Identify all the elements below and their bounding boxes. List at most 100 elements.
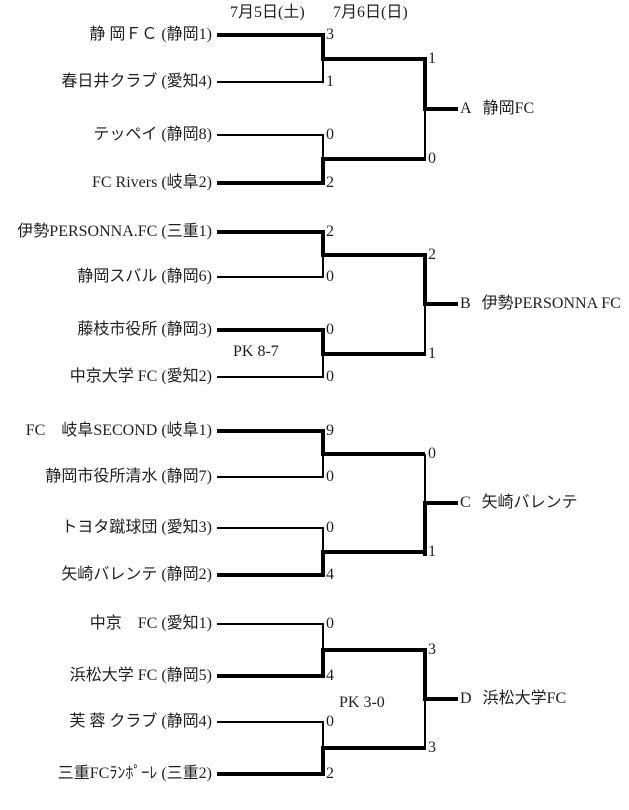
- match-score: 1: [428, 49, 436, 67]
- match-score: 4: [326, 566, 334, 583]
- team-label: 三重FCﾗﾝﾎﾟｰﾚ (三重2): [57, 765, 212, 782]
- bracket-line: [321, 56, 425, 61]
- match-score: 0: [428, 150, 436, 167]
- bracket-line: [322, 721, 324, 748]
- bracket-line: [217, 276, 323, 278]
- bracket-line: [321, 429, 325, 456]
- bracket-line: [217, 772, 323, 776]
- bracket-line: [217, 623, 323, 625]
- bracket-line: [424, 304, 426, 356]
- group-winner-letter: B: [460, 295, 471, 312]
- bracket-line: [217, 376, 323, 378]
- match-score: 0: [326, 519, 334, 536]
- match-score: 1: [326, 73, 334, 90]
- team-label: 静 岡ＦＣ (静岡1): [89, 26, 212, 43]
- bracket-line: [321, 650, 325, 678]
- match-score: 0: [326, 468, 334, 485]
- group-winner-letter: D: [460, 690, 472, 707]
- bracket-line: [424, 109, 426, 161]
- bracket-line: [423, 56, 427, 111]
- bracket-line: [322, 58, 324, 83]
- bracket-line: [322, 527, 324, 552]
- pk-result-note: PK 8-7: [233, 343, 279, 360]
- bracket-line: [217, 134, 323, 136]
- team-label: 矢崎バレンテ (静岡2): [61, 566, 212, 583]
- bracket-line: [217, 674, 323, 678]
- bracket-line: [423, 252, 427, 306]
- bracket-line: [322, 454, 324, 478]
- bracket-line: [321, 33, 325, 59]
- bracket-line: [322, 134, 324, 159]
- bracket-line: [217, 230, 323, 234]
- group-winner: C 矢崎バレンテ: [460, 492, 578, 514]
- team-label: 浜松大学 FC (静岡5): [69, 667, 212, 684]
- bracket-line: [424, 454, 426, 503]
- bracket-line: [424, 699, 426, 750]
- team-label: 中京 FC (愛知1): [89, 615, 212, 632]
- team-label: 芙 蓉 クラブ (静岡4): [69, 713, 212, 730]
- bracket-line: [321, 157, 425, 161]
- bracket-line: [217, 476, 323, 478]
- bracket-line: [423, 501, 458, 505]
- match-score: 2: [326, 174, 334, 191]
- team-label: 伊勢PERSONNA.FC (三重1): [17, 223, 212, 240]
- bracket-line: [423, 697, 458, 701]
- team-label: FC 岐阜SECOND (岐阜1): [25, 422, 212, 439]
- bracket-line: [217, 181, 323, 185]
- bracket-line: [321, 551, 325, 577]
- bracket-line: [322, 623, 324, 650]
- bracket-line: [321, 549, 425, 554]
- group-winner-name: 伊勢PERSONNA FC: [481, 295, 621, 312]
- round2-date-header: 7月6日(日): [333, 4, 408, 21]
- bracket-line: [321, 252, 425, 257]
- bracket-line: [217, 33, 323, 37]
- team-label: 藤枝市役所 (静岡3): [77, 321, 212, 338]
- bracket-line: [322, 353, 324, 378]
- bracket-line: [321, 159, 325, 185]
- team-label: FC Rivers (岐阜2): [91, 174, 212, 191]
- bracket-line: [423, 501, 427, 556]
- match-score: 0: [326, 268, 334, 285]
- team-label: 春日井クラブ (愛知4): [61, 73, 212, 90]
- team-label: 静岡市役所清水 (静岡7): [45, 468, 212, 485]
- bracket-line: [217, 527, 323, 529]
- bracket-line: [321, 328, 325, 356]
- match-score: 1: [428, 344, 436, 362]
- bracket-line: [321, 648, 425, 652]
- match-score: 0: [326, 368, 334, 385]
- match-score: 1: [428, 542, 436, 560]
- group-winner: A 静岡FC: [460, 98, 534, 120]
- bracket-line: [321, 230, 325, 257]
- match-score: 3: [326, 26, 334, 43]
- match-score: 2: [326, 765, 334, 782]
- bracket-line: [217, 573, 323, 577]
- bracket-line: [423, 648, 427, 701]
- match-score: 3: [428, 641, 436, 658]
- bracket-line: [321, 452, 425, 456]
- bracket-line: [217, 328, 323, 332]
- group-winner-name: 静岡FC: [482, 100, 535, 117]
- match-score: 3: [428, 739, 436, 756]
- match-score: 0: [326, 713, 334, 730]
- match-score: 0: [428, 445, 436, 462]
- match-score: 2: [428, 245, 436, 263]
- team-label: 静岡スバル (静岡6): [77, 268, 212, 285]
- team-label: トヨタ蹴球団 (愛知3): [61, 519, 212, 536]
- bracket-line: [217, 721, 323, 723]
- match-score: 9: [326, 422, 334, 439]
- bracket-line: [423, 107, 458, 111]
- round1-date-header: 7月5日(土): [230, 4, 305, 21]
- group-winner-name: 浜松大学FC: [482, 690, 567, 707]
- group-winner-name: 矢崎バレンテ: [481, 494, 578, 511]
- bracket-line: [321, 748, 325, 776]
- match-score: 2: [326, 223, 334, 240]
- bracket-line: [217, 81, 323, 83]
- bracket-line: [321, 746, 425, 750]
- group-winner-letter: C: [460, 494, 471, 511]
- team-label: 中京大学 FC (愛知2): [69, 368, 212, 385]
- group-winner: B 伊勢PERSONNA FC: [460, 293, 621, 315]
- match-score: 0: [326, 126, 334, 143]
- match-score: 4: [326, 667, 334, 684]
- bracket-line: [217, 429, 323, 433]
